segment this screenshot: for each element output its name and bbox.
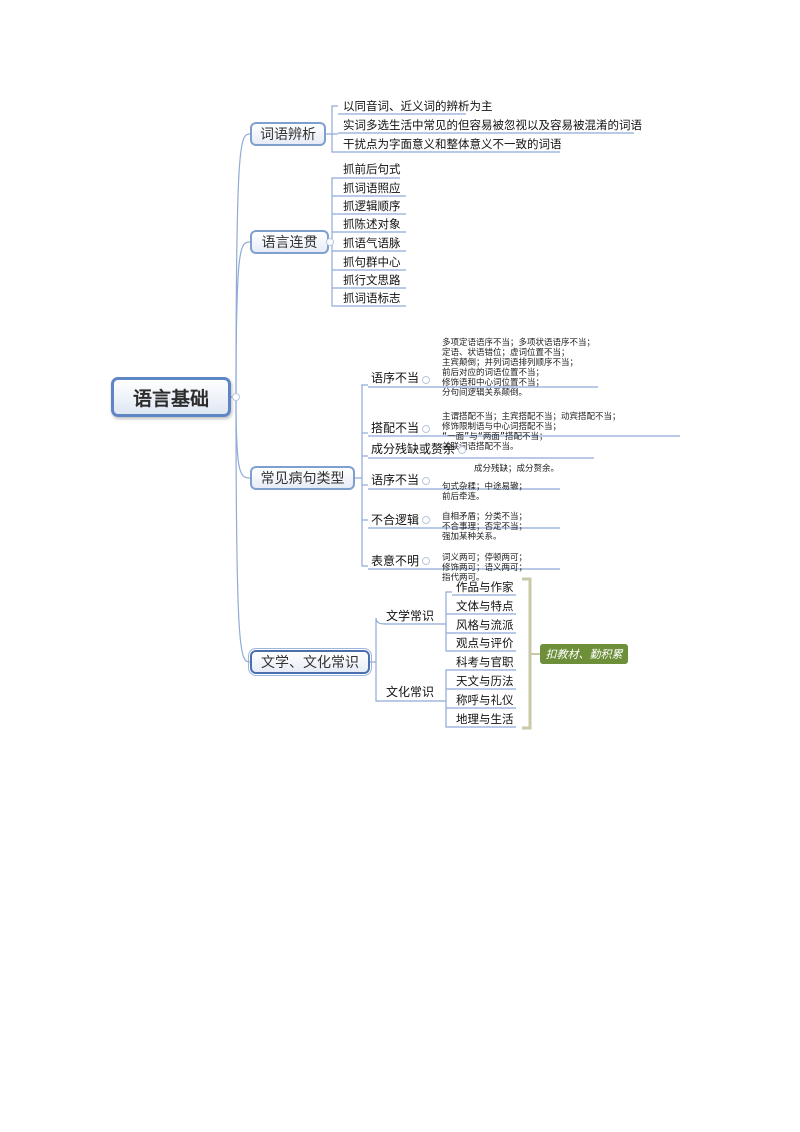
- category-literature-culture[interactable]: 文学、文化常识: [248, 648, 372, 676]
- error-type-details: 成分残缺；成分赘余。: [474, 464, 560, 474]
- callout-tag[interactable]: 扣教材、勤积累: [540, 644, 628, 664]
- knowledge-item: 文体与特点: [456, 599, 514, 613]
- coherence-item: 抓行文思路: [343, 273, 401, 287]
- error-type-details: 句式杂糅；中途易辙；前后牵连。: [442, 482, 528, 502]
- knowledge-item: 天文与历法: [456, 674, 514, 688]
- coherence-item: 抓逻辑顺序: [343, 199, 401, 213]
- error-type-label[interactable]: 表意不明: [371, 554, 420, 568]
- error-type-details: 主谓搭配不当；主宾搭配不当；动宾搭配不当；修饰限制语与中心词搭配不当；“一面”与…: [442, 412, 621, 452]
- collapse-toggle-icon[interactable]: [422, 425, 430, 433]
- error-type-label[interactable]: 语序不当: [371, 371, 420, 385]
- error-type-label[interactable]: 成分残缺或赘余: [371, 442, 456, 456]
- knowledge-item: 作品与作家: [456, 580, 514, 594]
- category-sentence-errors[interactable]: 常见病句类型: [250, 466, 355, 490]
- coherence-item: 抓陈述对象: [343, 217, 401, 231]
- coherence-item: 抓前后句式: [343, 162, 401, 176]
- knowledge-item: 地理与生活: [456, 712, 514, 726]
- error-type-details: 自相矛盾；分类不当；不合事理；否定不当；强加某种关系。: [442, 512, 528, 542]
- root-node[interactable]: 语言基础: [111, 377, 231, 417]
- collapse-toggle-icon[interactable]: [232, 393, 240, 401]
- knowledge-item: 科考与官职: [456, 655, 514, 669]
- coherence-item: 抓词语标志: [343, 291, 401, 305]
- error-type-label[interactable]: 搭配不当: [371, 421, 420, 435]
- collapse-toggle-icon[interactable]: [422, 557, 430, 565]
- collapse-toggle-icon[interactable]: [326, 238, 334, 246]
- error-type-details: 多项定语语序不当；多项状语语序不当；定语、状语错位；虚词位置不当；主宾颠倒；并列…: [442, 338, 596, 398]
- coherence-item: 抓词语照应: [343, 181, 401, 195]
- knowledge-group-label[interactable]: 文化常识: [386, 685, 435, 699]
- error-type-label[interactable]: 不合逻辑: [371, 513, 420, 527]
- error-type-label[interactable]: 语序不当: [371, 473, 420, 487]
- word-analysis-item: 干扰点为字面意义和整体意义不一致的词语: [343, 137, 562, 151]
- word-analysis-item: 以同音词、近义词的辨析为主: [343, 99, 493, 113]
- category-word-analysis[interactable]: 词语辨析: [250, 122, 326, 146]
- knowledge-item: 观点与评价: [456, 636, 514, 650]
- category-coherence[interactable]: 语言连贯: [250, 230, 329, 254]
- knowledge-item: 风格与流派: [456, 618, 514, 632]
- knowledge-group-label[interactable]: 文学常识: [386, 609, 435, 623]
- coherence-item: 抓句群中心: [343, 255, 401, 269]
- word-analysis-item: 实词多选生活中常见的但容易被忽视以及容易被混淆的词语: [343, 118, 642, 132]
- collapse-toggle-icon[interactable]: [458, 446, 466, 454]
- collapse-toggle-icon[interactable]: [422, 376, 430, 384]
- knowledge-item: 称呼与礼仪: [456, 693, 514, 707]
- collapse-toggle-icon[interactable]: [422, 477, 430, 485]
- collapse-toggle-icon[interactable]: [422, 516, 430, 524]
- error-type-details: 词义两可；停顿两可；修饰两可；语义两可；指代两可。: [442, 553, 528, 583]
- coherence-item: 抓语气语脉: [343, 236, 401, 250]
